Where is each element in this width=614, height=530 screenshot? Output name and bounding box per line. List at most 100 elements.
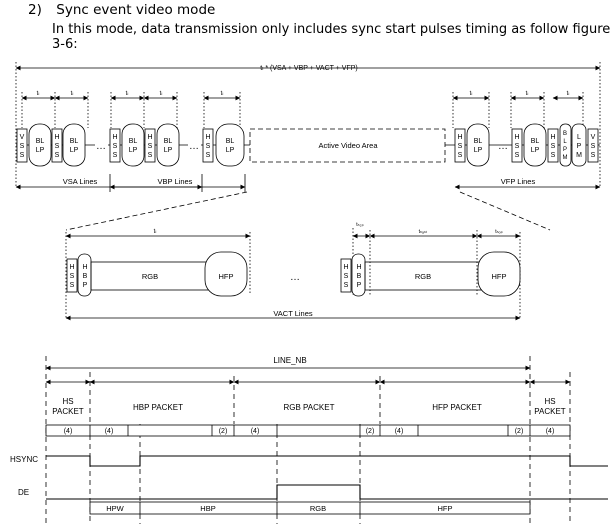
cell-label: (4) [64,428,73,435]
vse-letter: S [591,143,596,150]
vfp-lines: VFP Lines [501,177,536,186]
tl-label: tₗ [71,91,74,97]
active-video-area: Active Video Area [318,141,378,150]
cell-label: (4) [251,428,260,435]
t-hbp-label: tₕ₂ₚ [356,222,364,228]
hss-letter: H [343,264,348,271]
hsync-signal-label: HSYNC [10,455,38,464]
lp-label: LP [474,147,483,154]
t-hact-label: tₕₐₙₜ [419,229,428,235]
hss-letter: H [54,134,59,141]
hss-letter: H [112,134,117,141]
lp-label: LP [164,147,173,154]
hfp-label: HFP [492,272,507,281]
de-signal-label: DE [18,488,29,497]
hbp-letter: H [82,264,87,271]
hss-letter: S [55,152,60,159]
section-title: Sync event video mode [56,2,216,18]
bl-label: BL [226,138,235,145]
vsa-lines: VSA Lines [63,177,98,186]
section-heading: 2) Sync event video mode [28,2,215,18]
total-formula: tₗ * (VSA + VBP + VACT + VFP) [260,65,357,72]
bl-label: BL [474,138,483,145]
bl-label: BL [70,138,79,145]
hbp-packet-label: HBP PACKET [133,403,183,412]
hbp-letter: P [83,282,88,289]
vbp-lines: VBP Lines [158,177,193,186]
hss-letter: S [551,152,556,159]
top-diagram-labels: tₗ * (VSA + VBP + VACT + VFP) tₗ tₗ tₗ t… [20,65,596,186]
hss-letter: S [515,152,520,159]
hss-letter: H [514,134,519,141]
bl-label: BL [129,138,138,145]
tl-label: tₗ [470,91,473,97]
hss-letter: S [55,143,60,150]
hss-letter: S [70,282,75,289]
vss-letter: S [20,152,25,159]
hss-letter: S [344,282,349,289]
cell-label: (4) [395,428,404,435]
rgb-label: RGB [142,272,158,281]
cell-label: (4) [546,428,555,435]
ellipsis: … [96,141,106,152]
section-description: In this mode, data transmission only inc… [52,22,611,52]
t-hfp-label: tₕₒₚ [495,229,502,235]
lp-label: LP [129,147,138,154]
hss-letter: S [458,143,463,150]
rgb-packet-label: RGB PACKET [284,403,335,412]
vss-letter: S [20,143,25,150]
ellipsis: … [290,272,300,283]
bl-label: BL [164,138,173,145]
hfp-packet-label: HFP PACKET [432,403,482,412]
lp-label: LP [70,147,79,154]
cell-label: (2) [515,428,524,435]
rgb-period: RGB [310,504,326,513]
tl-label: tₗ [160,91,163,97]
hss-letter: H [457,134,462,141]
vact-lines: VACT Lines [273,309,313,318]
hss-letter: S [344,273,349,280]
hss-letter: S [206,143,211,150]
tl-label: tₗ [526,91,529,97]
lp-label: LP [531,147,540,154]
vse-letter: S [591,152,596,159]
hbp-letter: B [83,273,88,280]
tl-label: tₗ [154,229,157,235]
vse-letter: V [591,134,596,141]
lp-label: LP [36,147,45,154]
middle-diagram-labels: tₗ tₕ₂ₚ tₕₐₙₜ tₕₒₚ H S S H B P H S S H B… [69,222,506,318]
top-diagram [15,62,601,231]
lpm-letter: P [577,143,582,150]
hss-letter: S [515,143,520,150]
lp-label: LP [226,147,235,154]
hss-letter: S [148,152,153,159]
hss-letter: H [147,134,152,141]
hss-letter: H [550,134,555,141]
hbp-period: HBP [200,504,215,513]
vss-letter: V [20,134,25,141]
hfp-label: HFP [219,272,234,281]
hfp-period: HFP [438,504,453,513]
bl-label: BL [531,138,540,145]
hss-letter: S [113,152,118,159]
hss-letter: S [206,152,211,159]
blpm-letter: M [563,155,568,161]
hpw-period: HPW [106,504,124,513]
cell-label: (2) [366,428,375,435]
hss-letter: S [458,152,463,159]
ellipsis: … [498,141,508,152]
hss-letter: S [148,143,153,150]
middle-diagram [65,228,521,321]
hbp-letter: B [357,273,362,280]
blpm-letter: L [563,139,567,145]
rgb-label: RGB [415,272,431,281]
lpm-letter: M [576,152,582,159]
tl-label: tₗ [221,91,224,97]
blpm-letter: P [563,147,567,153]
hss-letter: H [69,264,74,271]
tl-label: tₗ [126,91,129,97]
